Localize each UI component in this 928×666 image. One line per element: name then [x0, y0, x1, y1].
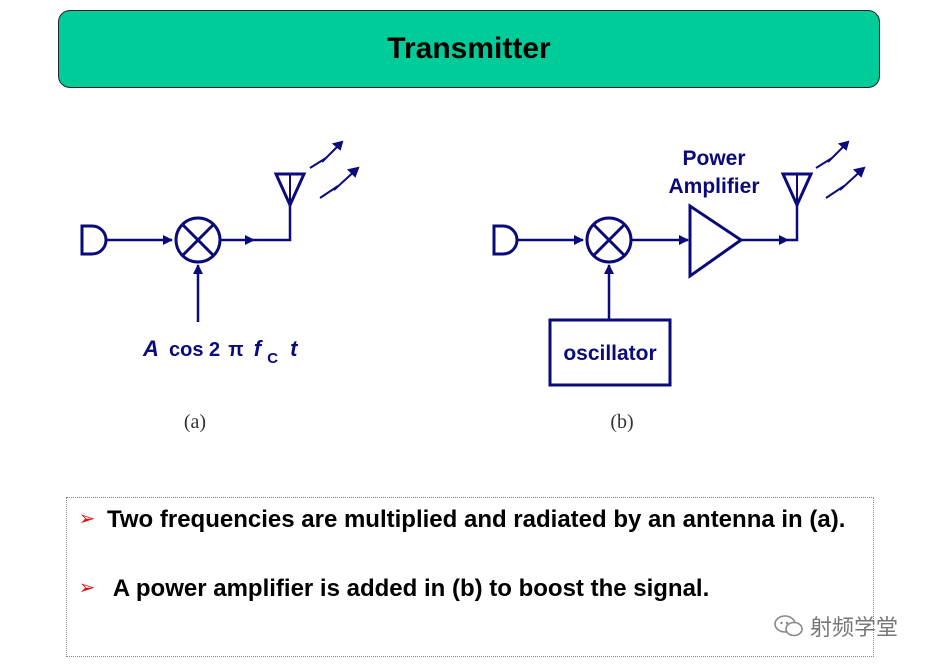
radiation-icon-a: [309, 140, 360, 199]
note-item: ➢ A power amplifier is added in (b) to b…: [67, 573, 857, 604]
carrier-signal-label: A cos 2 π f C t: [142, 336, 299, 368]
oscillator-box: [548, 318, 672, 387]
carrier-subscript: C: [267, 350, 278, 367]
caption-a: (a): [184, 411, 206, 433]
wire-to-antenna-b: [788, 205, 799, 242]
title-banner: Transmitter: [58, 10, 880, 88]
chat-bubble-icon: [774, 615, 803, 637]
note-text: A power amplifier is added in (b) to boo…: [107, 575, 710, 602]
note-item: ➢ Two frequencies are multiplied and rad…: [67, 504, 857, 535]
diagram-b: Power Amplifier oscillator (b): [492, 140, 866, 433]
mixer-icon-b: [585, 216, 633, 264]
caption-b: (b): [610, 411, 633, 433]
carrier-pi: π: [228, 339, 243, 361]
note-text: Two frequencies are multiplied and radia…: [107, 506, 846, 533]
carrier-f: f: [254, 336, 264, 361]
amplifier-icon: [688, 203, 744, 279]
page-title: Transmitter: [387, 32, 551, 65]
amplifier-label-line1: Power: [682, 147, 745, 170]
input-source-a: [80, 224, 108, 256]
diagram-a: A cos 2 π f C t (a): [80, 140, 360, 433]
transmitter-diagrams: A cos 2 π f C t (a) Power Amplifier: [80, 140, 866, 433]
carrier-cos: cos 2: [169, 339, 220, 361]
oscillator-label: oscillator: [563, 342, 656, 365]
antenna-icon-b: [780, 172, 814, 209]
radiation-icon-b: [815, 140, 866, 199]
arrow-bullet-icon: ➢: [78, 508, 96, 530]
notes-box: ➢ Two frequencies are multiplied and rad…: [66, 497, 874, 657]
input-source-b: [492, 224, 519, 256]
carrier-amplitude: A: [142, 336, 159, 361]
amplifier-label-line2: Amplifier: [668, 175, 759, 198]
watermark-text: 射频学堂: [809, 615, 898, 640]
arrow-bullet-icon: ➢: [78, 577, 96, 599]
antenna-icon-a: [273, 172, 307, 209]
watermark: 射频学堂: [774, 610, 898, 642]
mixer-icon-a: [174, 216, 222, 264]
wire-to-antenna-a: [254, 205, 292, 242]
carrier-t: t: [290, 336, 299, 361]
